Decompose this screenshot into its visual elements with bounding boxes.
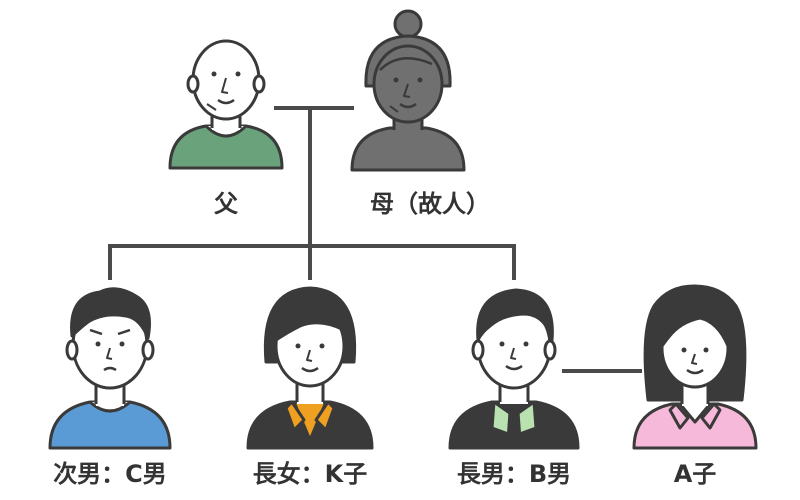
eldest-son-hair [476, 288, 554, 342]
eldest-son-label: 長男：B男 [456, 460, 572, 488]
second-son-hair [70, 287, 151, 340]
spouse-figure [632, 284, 758, 450]
eldest-son-figure [448, 288, 580, 450]
father-label: 父 [214, 190, 238, 218]
spouse-label: A子 [673, 460, 717, 488]
mother-body [350, 126, 466, 172]
father-figure [168, 39, 284, 170]
second-son-figure [48, 287, 172, 450]
second-son-label: 次男：C男 [53, 460, 167, 488]
eldest-daughter-figure [246, 286, 374, 450]
connector-lines [108, 106, 642, 373]
mother-hair-bun [393, 9, 423, 39]
spouse-body [632, 402, 758, 450]
eldest-daughter-label: 長女：K子 [252, 460, 368, 488]
mother-label: 母（故人） [370, 190, 490, 218]
mother-figure [350, 9, 466, 172]
